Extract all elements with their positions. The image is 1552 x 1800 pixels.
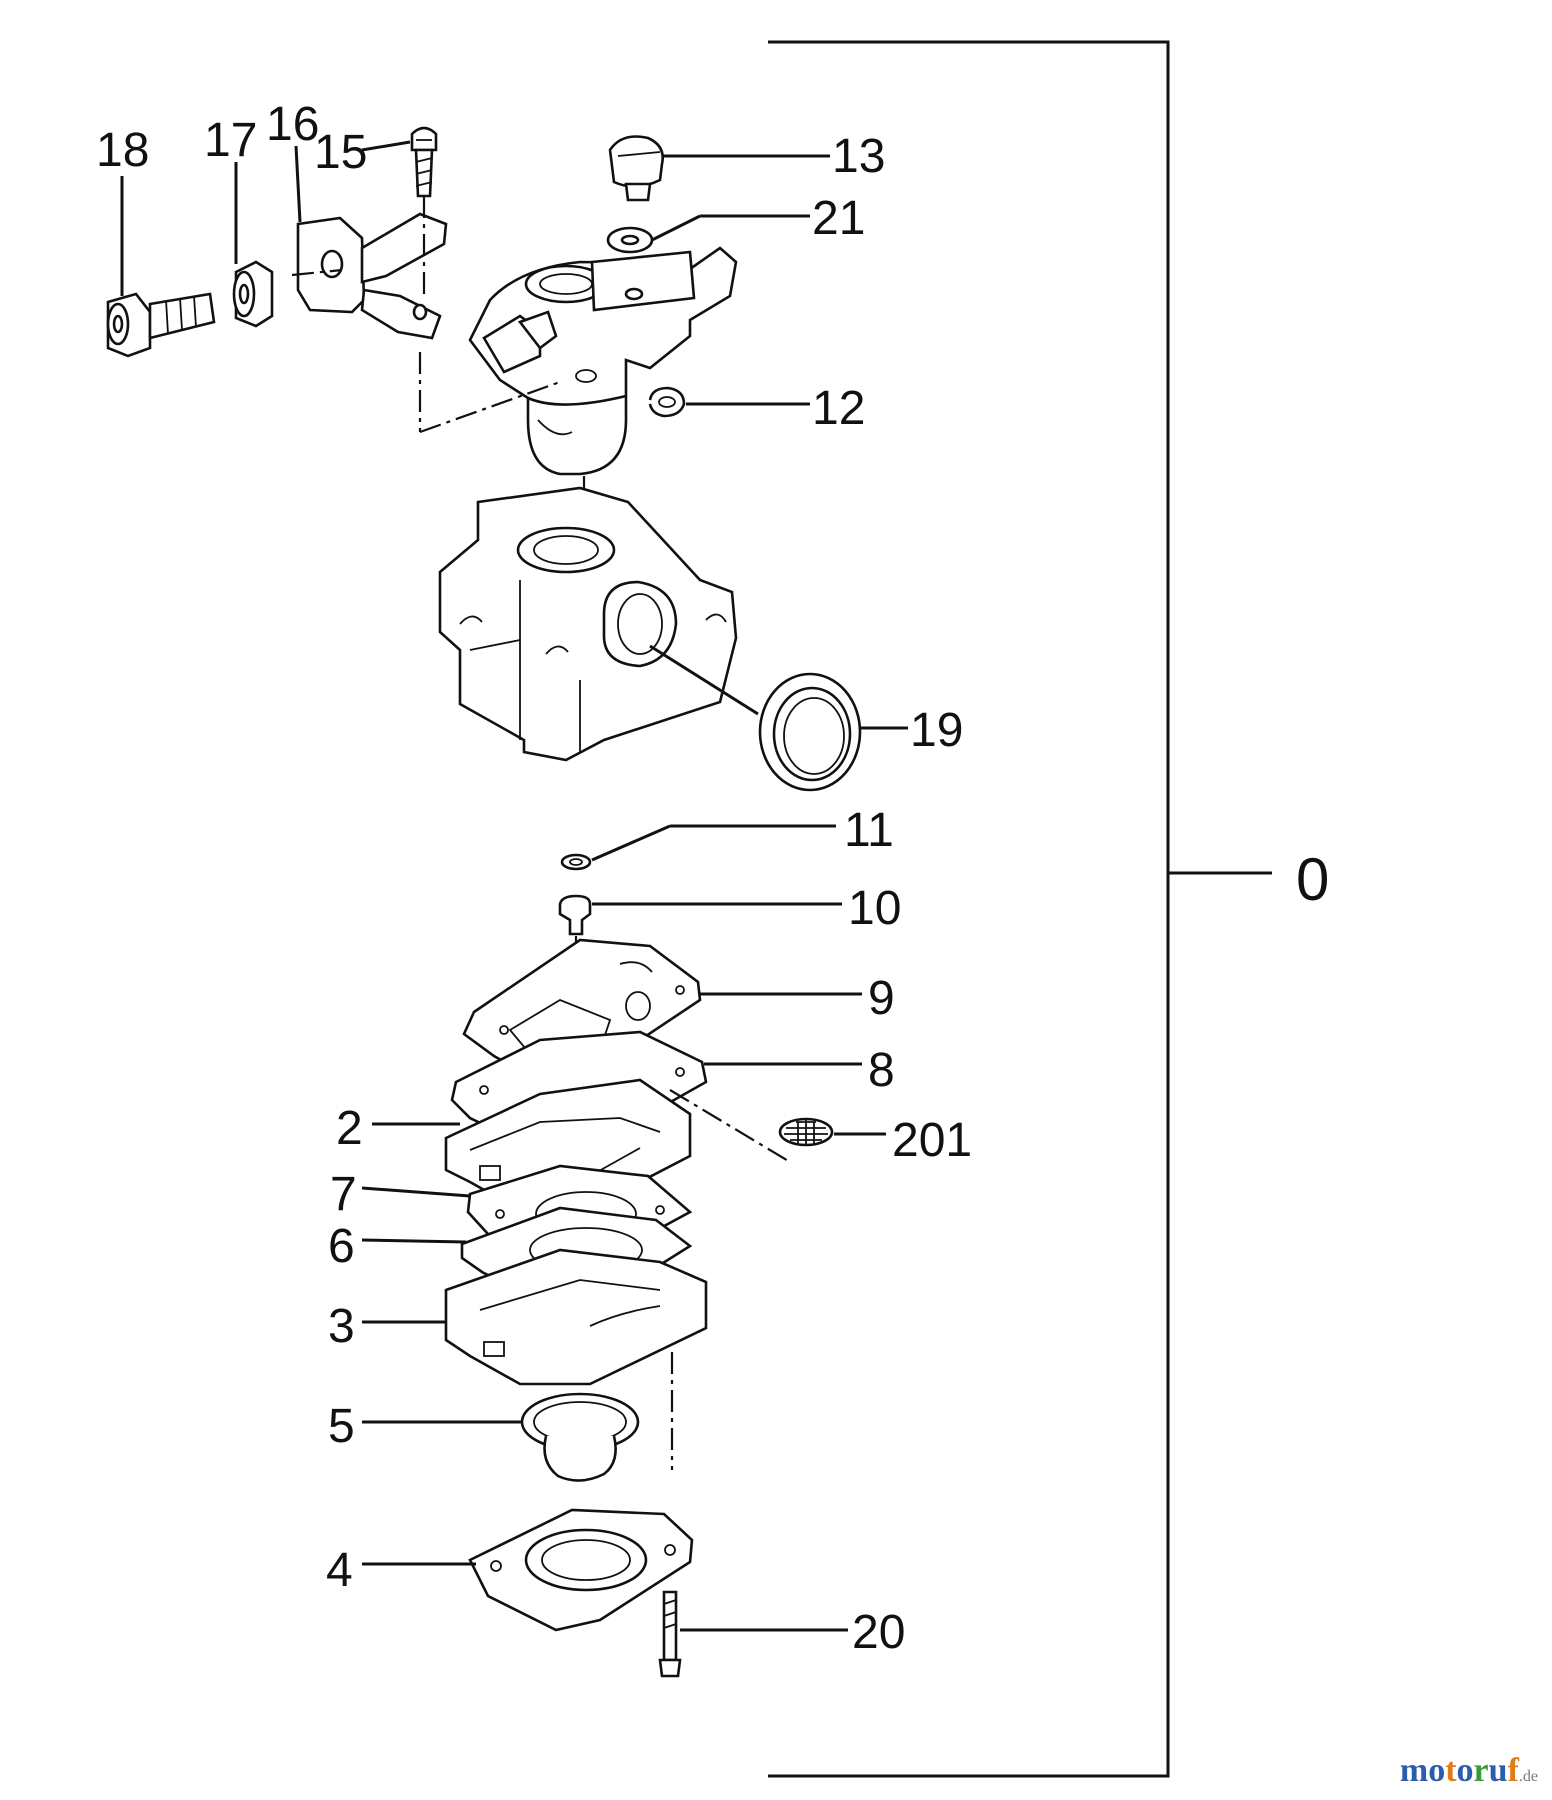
label-18: 18 [96,124,149,177]
watermark-text: motoruf [1399,1752,1519,1789]
label-4: 4 [326,1544,353,1597]
label-2: 2 [336,1102,363,1155]
label-21: 21 [812,192,865,245]
assembly-bracket [768,40,1272,1778]
label-3: 3 [328,1300,355,1353]
part-12-circlip [648,386,686,418]
label-6: 6 [328,1220,355,1273]
part-21-washer [606,226,654,254]
label-9: 9 [868,972,895,1025]
part-5-primer-bulb [520,1392,640,1482]
part-9-gasket [462,938,702,1084]
main-carburetor-body [438,486,759,762]
part-labels: 0 18 17 16 15 13 21 12 19 11 10 9 8 201 … [96,98,1329,1659]
part-15-screw [410,126,438,300]
label-19: 19 [910,704,963,757]
motoruf-watermark: motoruf.de [1400,1752,1538,1790]
label-7: 7 [330,1168,357,1221]
label-0: 0 [1296,846,1329,913]
part-201-filter-screen [778,1117,834,1147]
part-4-retainer-plate [468,1508,694,1632]
part-17-washer [232,260,274,328]
part-13-adjusting-screw [608,135,664,202]
label-11: 11 [844,804,894,857]
watermark-suffix: .de [1518,1768,1538,1785]
part-3-metering-cover [444,1248,708,1470]
part-20-screw [658,1590,682,1678]
label-20: 20 [852,1606,905,1659]
label-17: 17 [204,114,257,167]
part-18-hose-nipple [106,292,216,358]
label-8: 8 [868,1044,895,1097]
upper-carburetor-body [418,246,738,590]
label-13: 13 [832,130,885,183]
part-16-lever-plate [291,212,448,340]
label-10: 10 [848,882,901,935]
label-201: 201 [892,1114,972,1167]
leader-lines [120,140,908,1632]
label-16: 16 [266,98,319,151]
label-15: 15 [314,126,367,179]
label-12: 12 [812,382,865,435]
part-11-small-gasket [560,853,592,871]
part-19-seal-ring [758,672,862,792]
label-5: 5 [328,1400,355,1453]
